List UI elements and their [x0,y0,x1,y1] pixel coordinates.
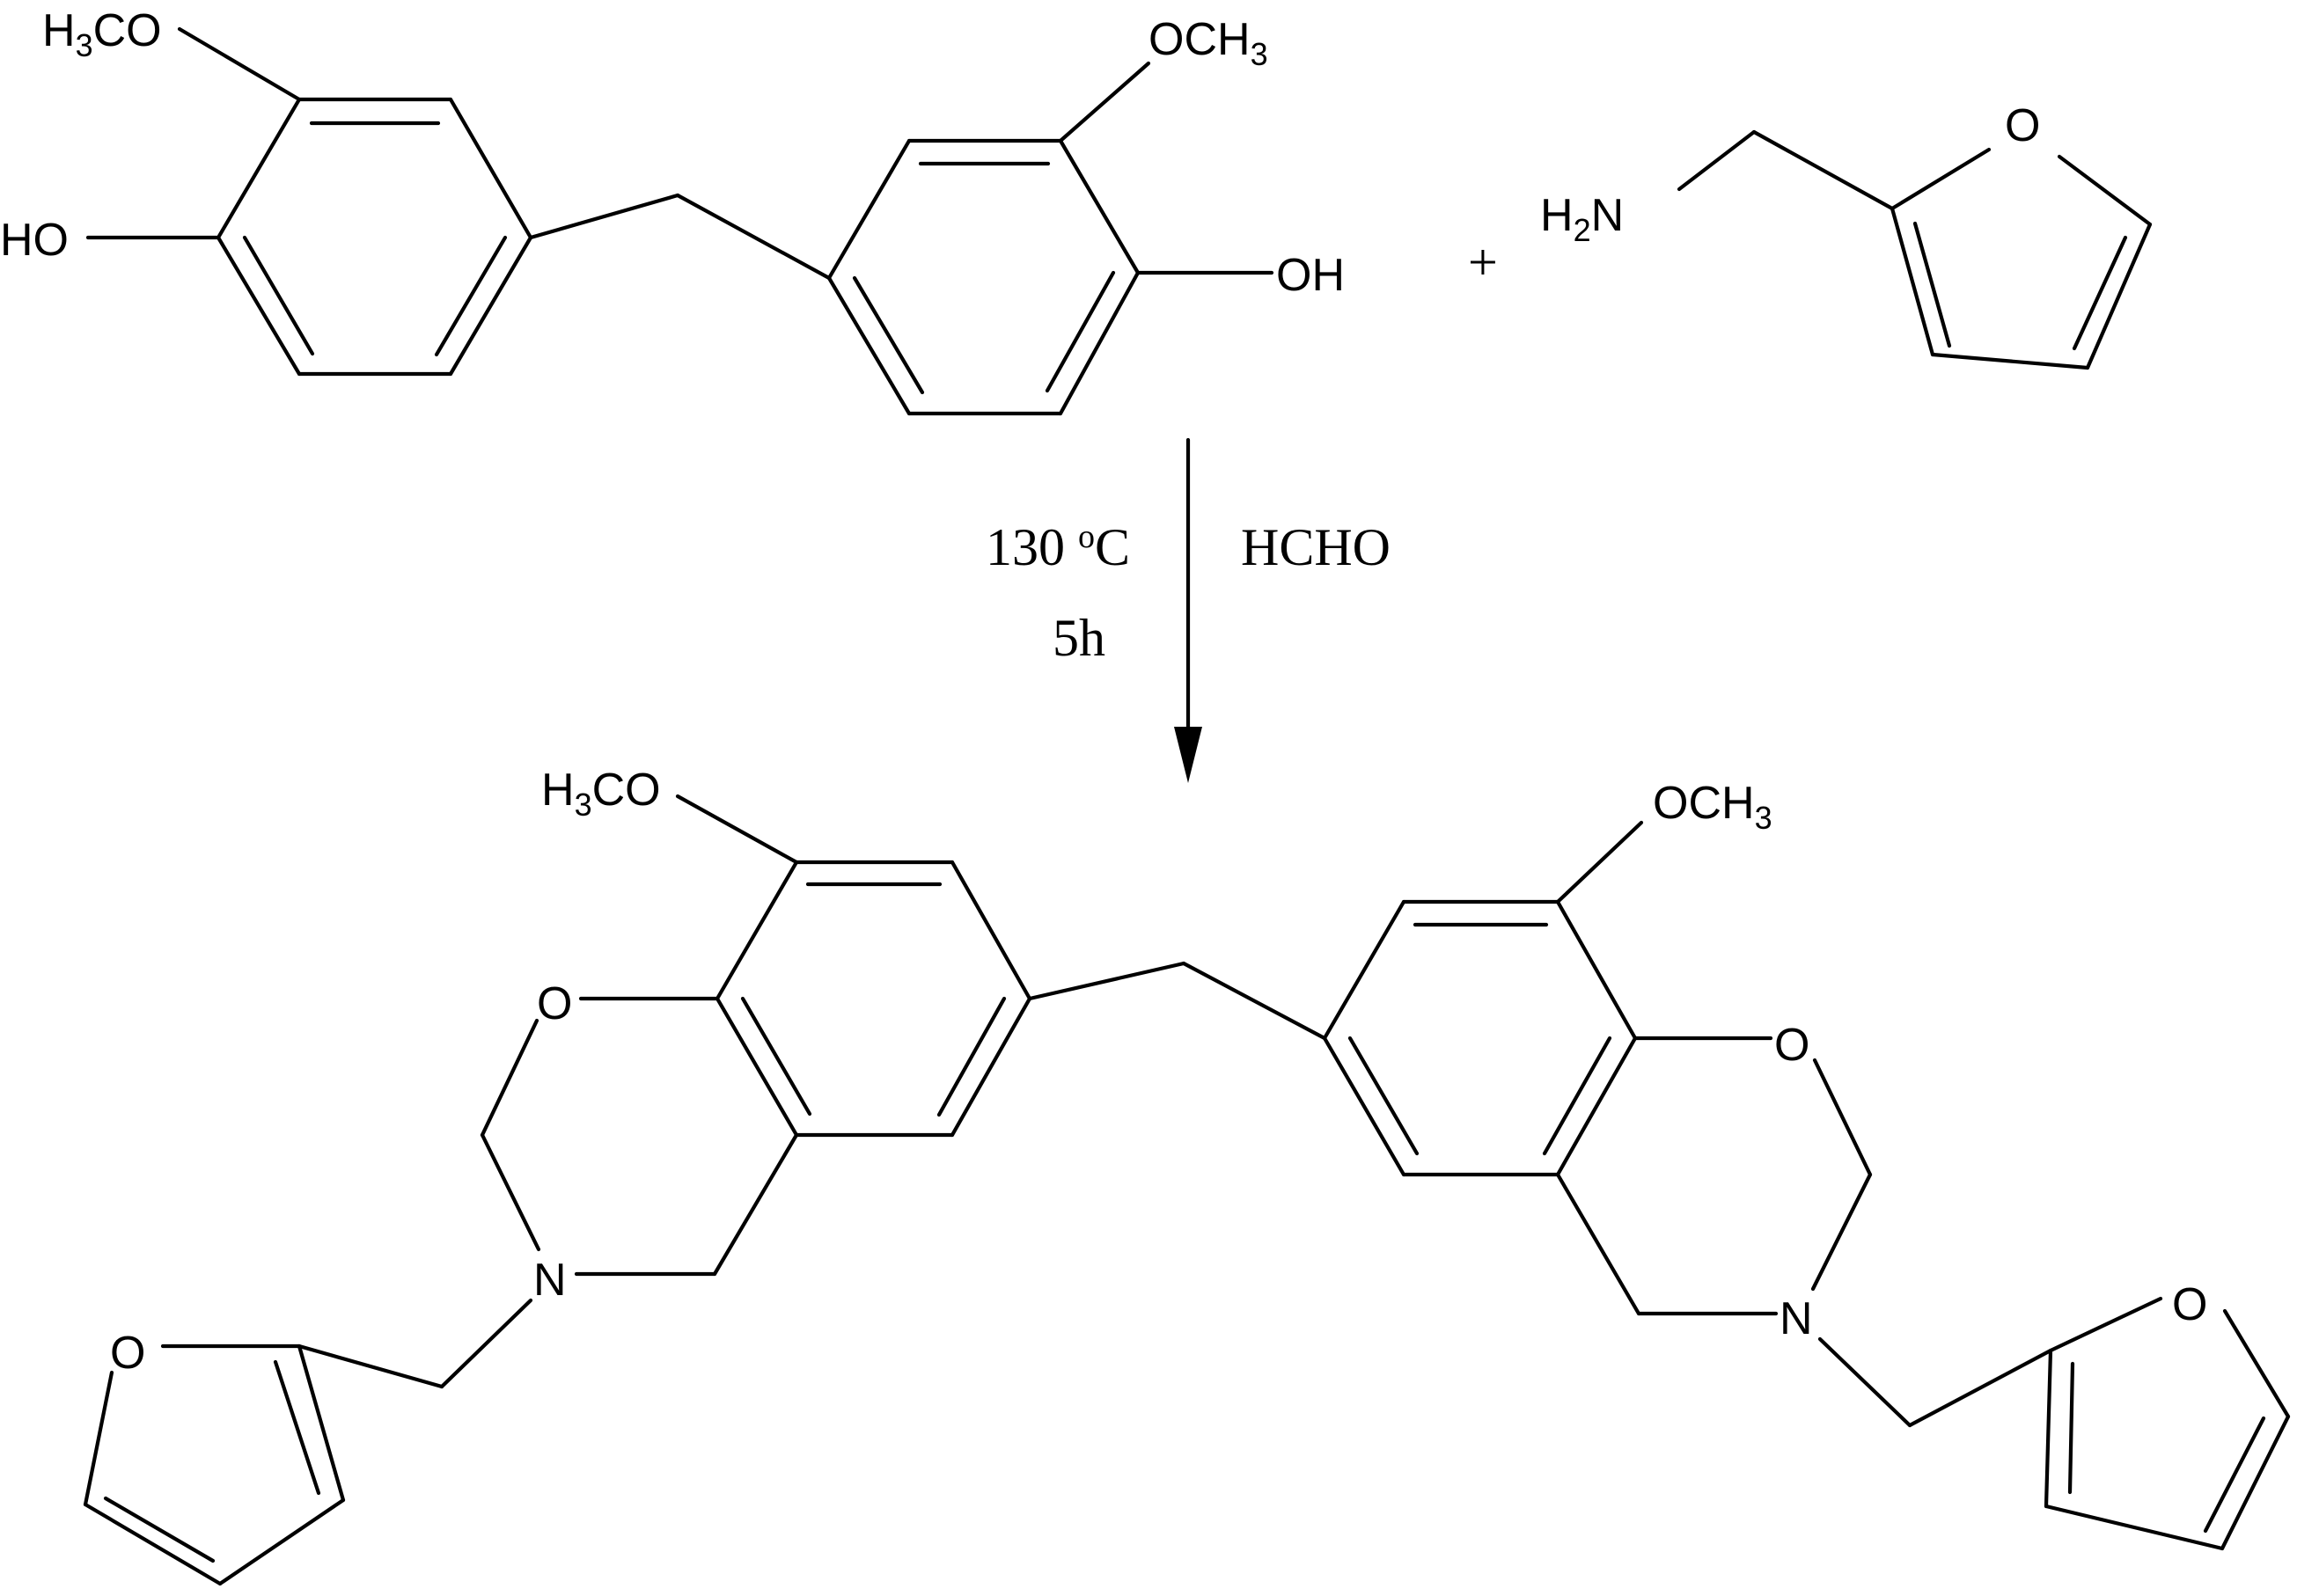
n-methylene-bond [1817,1336,1912,1428]
methoxy-bond [1058,61,1151,143]
product-right-oxazine-oxygen-label: O [1774,1020,1809,1071]
product-right-methoxy-label: OCH3 [1653,778,1772,836]
reaction-arrow [1174,437,1202,783]
bisphenol-right-ring [826,138,1141,416]
product-left-unit: H3CO O N O [83,765,1032,1586]
condition-time: 5h [1053,609,1105,667]
bisphenol-reactant: H3CO HO OCH3 OH [0,5,1345,416]
product-left-oxazine-oxygen-label: O [537,978,572,1029]
condition-temperature: 130 oC [986,518,1130,576]
product-right-furan-ring [2044,1296,2291,1551]
product-left-oxazine-ring [480,996,799,1277]
n-methylene-bond [439,1298,533,1389]
amine-bond [1677,129,1757,192]
plus-sign: + [1468,233,1498,291]
methylene-bridge [528,193,680,240]
product-methylene-bridge [1181,961,1327,1041]
bisphenol-left-hydroxyl-label: HO [0,215,69,266]
product-left-furan-ring [83,1343,346,1586]
methylene-furan-bond [1907,1348,2053,1428]
methylene-furan-bond [297,1343,444,1389]
product-right-unit: OCH3 O N O [1322,778,2291,1551]
product-methylene-bridge [1027,961,1186,1001]
bisphenol-left-ring [216,97,533,377]
condition-reagent: HCHO [1241,518,1391,576]
product-right-oxazine-ring [1555,1036,1873,1316]
product-left-furan-oxygen-label: O [110,1328,145,1379]
methoxy-bond [675,794,799,865]
product-right-furan-oxygen-label: O [2172,1279,2207,1330]
product-right-benzene-ring [1322,899,1638,1177]
furfurylamine-amine-label: H2N [1540,190,1624,248]
methylene-bond [1751,129,1895,211]
bisphenol-right-methoxy-label: OCH3 [1148,14,1268,72]
methoxy-bond [177,26,302,102]
product-right-nitrogen-label: N [1780,1293,1813,1344]
methoxy-bond [1555,820,1644,904]
product-left-benzene-ring [715,860,1032,1138]
bisphenol-left-methoxy-label: H3CO [42,5,162,63]
product-left-nitrogen-label: N [533,1255,567,1306]
furan-ring [1890,147,2153,370]
furfurylamine-oxygen-label: O [2005,100,2040,151]
furfurylamine-reactant: H2N O [1540,100,2153,370]
methylene-bridge [675,193,832,281]
bisphenol-right-hydroxyl-label: OH [1276,250,1345,301]
product-left-methoxy-label: H3CO [541,765,661,823]
